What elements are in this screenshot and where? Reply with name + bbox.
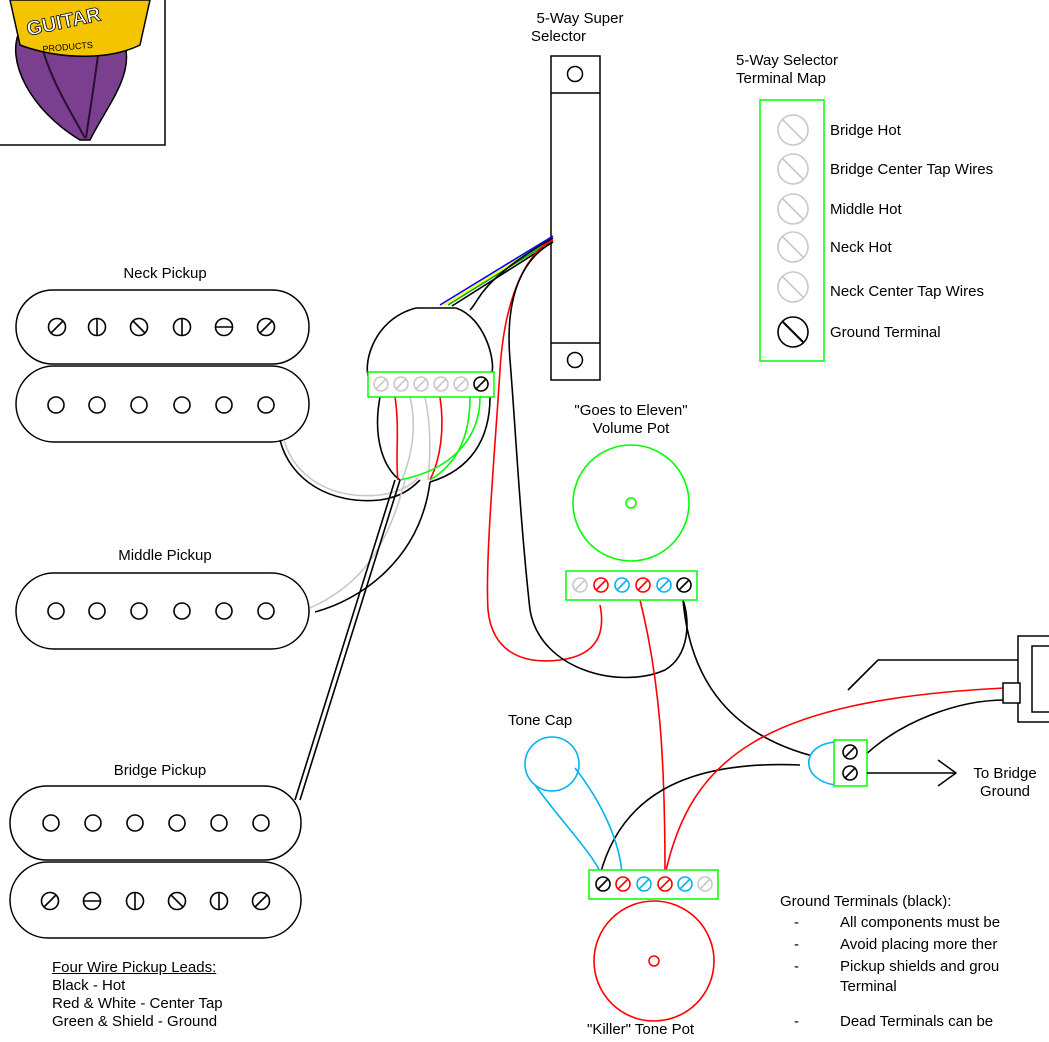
volume-pot [565, 444, 698, 601]
neck-slug-poles [47, 396, 275, 414]
neck-pickup-label: Neck Pickup [123, 265, 207, 282]
pickup-leads-line: Red & White - Center Tap [52, 995, 223, 1012]
pickup-leads-line: Green & Shield - Ground [52, 1013, 218, 1030]
wire-harness [366, 307, 494, 483]
tone-pot-label: "Killer" Tone Pot [587, 1021, 695, 1038]
middle-pickup [15, 572, 310, 650]
volume-pot-label-line1: "Goes to Eleven" [574, 402, 688, 419]
ground-notes-bullet: All components must be [840, 914, 1001, 931]
terminal-map-label: Middle Hot [830, 201, 902, 218]
selector-switch [550, 55, 601, 381]
terminal-map-label: Bridge Center Tap Wires [830, 161, 994, 178]
selector-title-line1: 5-Way Super [536, 10, 624, 27]
pickup-leads-line: Black - Hot [52, 977, 126, 994]
logo-icon: GUITAR PRODUCTS [0, 0, 166, 146]
tone-cap-label: Tone Cap [508, 712, 573, 729]
harness-terminal-strip [367, 371, 495, 398]
tone-cap [524, 736, 623, 876]
tone-pot [588, 869, 719, 1022]
neck-screw-poles [47, 317, 276, 337]
terminal-map-screw-icons [777, 114, 809, 348]
bridge-slug-poles [42, 814, 270, 832]
middle-pickup-label: Middle Pickup [118, 547, 212, 564]
ground-notes-bullet: Terminal [840, 978, 897, 995]
pickup-leads-title: Four Wire Pickup Leads: [52, 959, 217, 976]
ground-notes-title: Ground Terminals (black): [780, 893, 952, 910]
terminal-map-label: Ground Terminal [830, 324, 941, 341]
svg-text:PRODUCTS: PRODUCTS [42, 40, 93, 54]
volume-pot-label: "Goes to Eleven" Volume Pot [556, 402, 706, 438]
selector-title-line2: Selector [531, 28, 587, 45]
wires [279, 235, 1023, 876]
bridge-ground-label-line1: To Bridge [973, 765, 1037, 782]
terminal-map-label: Neck Center Tap Wires [830, 283, 984, 300]
terminal-map-label: Neck Hot [830, 239, 892, 256]
neck-pickup [15, 289, 310, 443]
ground-notes-bullet: Pickup shields and grou [840, 958, 1000, 975]
pickup-leads-legend: Four Wire Pickup Leads: Black - Hot Red … [52, 959, 223, 1031]
selector-title: 5-Way Super Selector [520, 10, 640, 46]
ground-connector [808, 739, 958, 787]
bridge-ground-label: To Bridge Ground [955, 765, 1049, 801]
terminal-map-title-line2: Terminal Map [736, 70, 827, 87]
ground-notes-dash: - [794, 1013, 799, 1030]
terminal-map [759, 99, 825, 362]
volume-pot-label-line2: Volume Pot [592, 420, 670, 437]
ground-notes-dash: - [794, 936, 799, 953]
ground-notes-bullet: Avoid placing more ther [840, 936, 998, 953]
bridge-pickup [9, 785, 302, 939]
ground-notes-bullet: Dead Terminals can be [840, 1013, 994, 1030]
terminal-map-title: 5-Way Selector Terminal Map [736, 52, 838, 88]
output-jack [1002, 635, 1049, 723]
bridge-screw-poles [40, 891, 271, 911]
bridge-ground-label-line2: Ground [979, 783, 1031, 800]
ground-notes-dash: - [794, 914, 799, 931]
terminal-map-title-line1: 5-Way Selector [736, 52, 838, 69]
ground-notes-dash: - [794, 958, 799, 975]
terminal-map-label: Bridge Hot [830, 122, 901, 139]
bridge-pickup-label: Bridge Pickup [113, 762, 207, 779]
